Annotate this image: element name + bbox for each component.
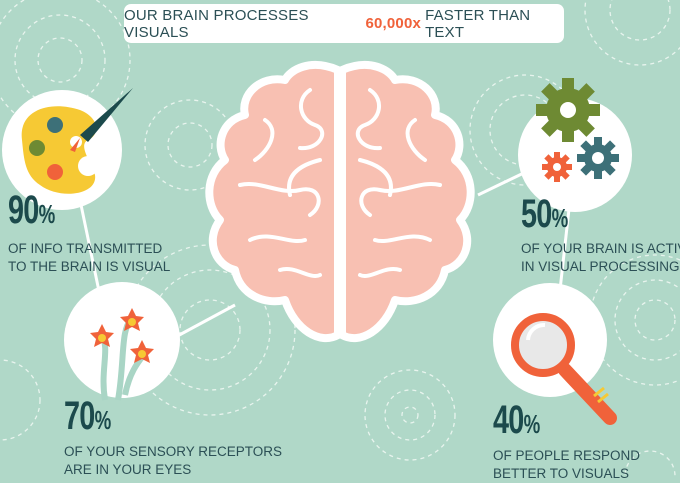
stat-label-line1: OF PEOPLE RESPOND — [493, 448, 641, 463]
headline-text-end: FASTER THAN TEXT — [425, 6, 531, 41]
stat-people-respond: 40% OF PEOPLE RESPOND BETTER TO VISUALS — [493, 400, 640, 483]
brain-icon — [205, 61, 475, 343]
stat-label-line2: IN VISUAL PROCESSING — [521, 259, 680, 274]
stat-label-line1: OF INFO TRANSMITTED — [8, 241, 163, 256]
stat-label-line1: OF YOUR BRAIN IS ACTIVE — [521, 241, 680, 256]
headline-banner: OUR BRAIN PROCESSES VISUALS 60,000x FAST… — [124, 4, 564, 43]
stat-label-line2: TO THE BRAIN IS VISUAL — [8, 259, 171, 274]
stat-percentage: 40% — [493, 398, 540, 442]
magnifying-glass-icon — [511, 313, 617, 425]
stat-label-line2: BETTER TO VISUALS — [493, 466, 630, 481]
stat-label-line2: ARE IN YOUR EYES — [64, 462, 192, 477]
paint-palette-icon — [21, 88, 133, 194]
stat-info-visual: 90% OF INFO TRANSMITTED TO THE BRAIN IS … — [8, 190, 170, 276]
stat-brain-active: 50% OF YOUR BRAIN IS ACTIVE IN VISUAL PR… — [521, 194, 680, 276]
stat-sensory-receptors: 70% OF YOUR SENSORY RECEPTORS ARE IN YOU… — [64, 396, 282, 479]
headline-text: OUR BRAIN PROCESSES VISUALS — [124, 6, 309, 41]
stat-percentage: 90% — [8, 188, 55, 232]
headline-highlight: 60,000x — [365, 15, 422, 32]
stat-label-line1: OF YOUR SENSORY RECEPTORS — [64, 444, 283, 459]
sensory-receptors-icon — [90, 308, 154, 401]
stat-percentage: 70% — [64, 394, 111, 438]
stat-percentage: 50% — [521, 192, 568, 236]
gears-icon — [536, 78, 619, 182]
